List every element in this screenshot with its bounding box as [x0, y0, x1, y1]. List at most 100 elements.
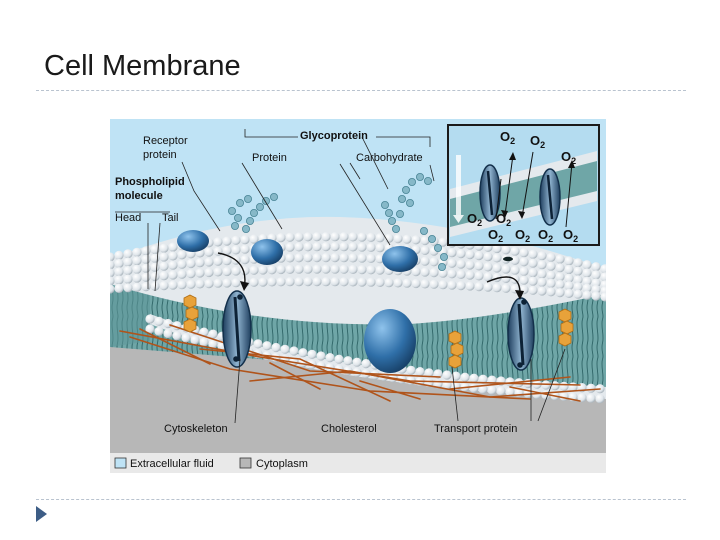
phospholipid-head: [222, 256, 232, 266]
phospholipid-head: [330, 242, 340, 252]
receptor-protein-label-2: protein: [143, 149, 177, 161]
o2-label: O2: [530, 133, 545, 150]
phospholipid-head: [280, 344, 290, 354]
phospholipid-head: [375, 265, 385, 275]
phospholipid-head: [110, 252, 115, 262]
phospholipid-head: [537, 286, 547, 296]
phospholipid-head: [357, 242, 367, 252]
phospholipid-head: [199, 327, 209, 337]
phospholipid-head: [114, 267, 124, 277]
phospholipid-head: [366, 232, 376, 242]
phospholipid-head: [190, 335, 200, 345]
phospholipid-head: [447, 258, 457, 268]
phospholipid-head: [411, 235, 421, 245]
phospholipid-head: [375, 243, 385, 253]
extracellular-swatch: [114, 457, 127, 469]
phospholipid-head: [519, 257, 529, 267]
phospholipid-head: [537, 269, 547, 279]
phospholipid-head: [132, 273, 142, 283]
phospholipid-head: [600, 292, 606, 302]
phospholipid-head: [163, 328, 173, 339]
phospholipid-head: [478, 374, 488, 384]
phospholipid-head: [496, 386, 506, 396]
phospholipid-head: [406, 365, 416, 375]
phospholipid-head: [312, 264, 322, 274]
phospholipid-head: [420, 267, 430, 277]
glycoprotein-label: Glycoprotein: [300, 130, 368, 142]
phospholipid-head: [555, 272, 565, 282]
phospholipid-head: [159, 243, 169, 253]
phospholipid-head: [123, 249, 133, 259]
phospholipid-head: [564, 273, 574, 283]
phospholipid-head: [357, 253, 367, 263]
phospholipid-head: [325, 353, 335, 363]
phospholipid-head: [586, 393, 596, 403]
phospholipid-head: [357, 232, 367, 242]
phospholipid-head: [429, 257, 439, 267]
phospholipid-head: [231, 266, 241, 276]
phospholipid-head: [312, 232, 322, 242]
phospholipid-head: [123, 257, 133, 267]
cholesterol-label: Cholesterol: [321, 423, 377, 435]
phospholipid-head: [303, 264, 313, 274]
phospholipid-head: [177, 259, 187, 269]
phospholipid-head: [339, 242, 349, 252]
phospholipid-head: [168, 242, 178, 252]
phospholipid-head: [411, 267, 421, 277]
phospholipid-head: [249, 234, 259, 244]
title-divider: [36, 90, 686, 91]
phospholipid-head: [510, 246, 520, 256]
phospholipid-head: [343, 356, 353, 366]
phospholipid-head: [582, 268, 592, 278]
phospholipid-head: [168, 260, 178, 270]
phospholipid-head: [348, 264, 358, 274]
phospholipid-head: [307, 349, 317, 359]
phospholipid-head: [420, 235, 430, 246]
phospholipid-head: [420, 279, 430, 289]
phospholipid-head: [600, 272, 606, 282]
phospholipid-head: [303, 253, 313, 263]
phospholipid-head: [460, 372, 470, 382]
phospholipid-head: [195, 268, 205, 278]
phospholipid-head: [150, 253, 160, 263]
phospholipid-head: [465, 270, 475, 280]
phospholipid-head: [591, 278, 601, 288]
phospholipid-head: [114, 275, 124, 285]
phospholipid-head: [510, 265, 520, 275]
phospholipid-head: [420, 245, 430, 255]
cytoplasm-legend-label: Cytoplasm: [256, 458, 308, 470]
phospholipid-head: [384, 278, 394, 288]
large-integral-protein: [364, 309, 416, 373]
phospholipid-head: [456, 249, 466, 259]
phospholipid-head: [438, 280, 448, 290]
phospholipid-head: [564, 288, 574, 298]
phospholipid-head: [357, 277, 367, 287]
phospholipid-head: [222, 236, 232, 246]
phospholipid-head: [487, 385, 497, 395]
phospholipid-head: [213, 237, 223, 247]
phospholipid-head: [195, 258, 205, 268]
phospholipid-head: [285, 242, 295, 252]
cytoskeleton-label: Cytoskeleton: [164, 423, 228, 435]
phospholipid-head: [267, 265, 277, 275]
phospholipid-head: [141, 246, 151, 256]
phospholipid-head: [132, 264, 142, 274]
o2-label: O2: [563, 227, 578, 244]
phospholipid-head: [213, 278, 223, 288]
phospholipid-head: [240, 255, 250, 265]
phospholipid-head: [330, 264, 340, 274]
phospholipid-head: [168, 270, 178, 280]
phospholipid-head: [114, 250, 124, 260]
phospholipid-head: [528, 268, 538, 278]
phospholipid-head: [348, 277, 358, 287]
phospholipid-head: [447, 280, 457, 290]
phospholipid-head: [447, 269, 457, 279]
receptor-protein-label: Receptor: [143, 135, 188, 147]
phospholipid-head: [600, 264, 606, 274]
phospholipid-head: [339, 264, 349, 274]
phospholipid-head: [483, 262, 493, 272]
phospholipid-head: [393, 278, 403, 288]
cytoplasm-swatch: [239, 457, 252, 469]
phospholipid-head: [123, 265, 133, 276]
extracellular-legend-label: Extracellular fluid: [130, 458, 214, 470]
